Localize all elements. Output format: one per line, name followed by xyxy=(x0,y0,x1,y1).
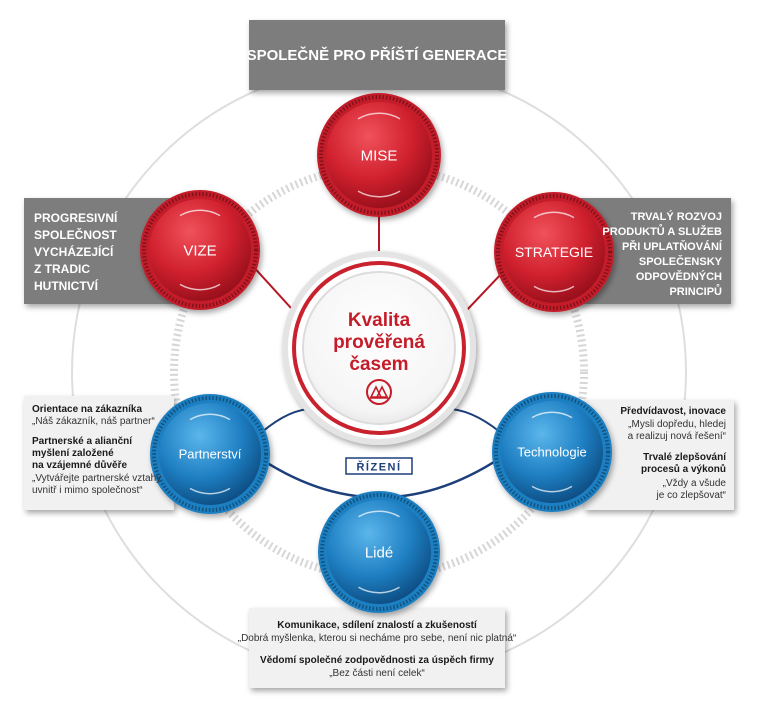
strategie-box-line: PRODUKTŮ A SLUŽEB xyxy=(602,224,722,238)
node-partnerstvi-face xyxy=(159,403,261,505)
vize-box-line: HUTNICTVÍ xyxy=(34,278,99,293)
node-lide-face xyxy=(327,500,431,604)
partnerstvi-quote-2: „Vytvářejte partnerské vztahy xyxy=(32,473,161,484)
center-line-1: Kvalita xyxy=(348,310,411,331)
lide-quote-2: „Bez části není celek“ xyxy=(329,668,425,679)
company-logo-icon xyxy=(366,379,392,405)
node-vize-gear xyxy=(142,192,258,308)
technologie-quote-2: „Vždy a všude xyxy=(663,478,727,489)
center-circle: Kvalita prověřená časem xyxy=(282,251,476,445)
technologie-title-2: procesů a výkonů xyxy=(641,463,726,475)
node-mise-arrow-icon xyxy=(357,112,401,120)
node-partnerstvi-arrow-icon xyxy=(189,487,231,495)
node-strategie-face xyxy=(503,201,605,303)
partnerstvi-title-2: myšlení založené xyxy=(32,448,114,459)
node-vize-label: VIZE xyxy=(183,242,216,259)
banner-title: SPOLEČNĚ PRO PŘÍŠTÍ GENERACE xyxy=(247,46,508,64)
banner: SPOLEČNĚ PRO PŘÍŠTÍ GENERACE xyxy=(247,20,508,90)
technologie-quote-2: je co zlepšovat“ xyxy=(656,490,726,501)
node-mise-arrow-icon xyxy=(357,190,401,198)
node-partnerstvi-label: Partnerství xyxy=(179,447,242,462)
strategie-box-text: TRVALÝ ROZVOJ PRODUKTŮ A SLUŽEB PŘI UPLA… xyxy=(602,210,723,298)
center-line-2: prověřená xyxy=(333,332,425,353)
strategie-box-line: ODPOVĚDNÝCH xyxy=(636,270,722,283)
node-technologie-label: Technologie xyxy=(517,445,586,460)
center-line-3: časem xyxy=(349,354,408,375)
technologie-quote-1: a realizuj nová řešení“ xyxy=(628,431,726,442)
vize-box-line: Z TRADIC xyxy=(34,262,90,276)
vize-box-text: PROGRESIVNÍ SPOLEČNOST VYCHÁZEJÍCÍ Z TRA… xyxy=(34,210,118,293)
strategie-box-line: TRVALÝ ROZVOJ xyxy=(631,210,722,223)
vize-box-line: SPOLEČNOST xyxy=(34,227,117,242)
technologie-title-1: Předvídavost, inovace xyxy=(620,406,726,417)
partnerstvi-title-1: Orientace na zákazníka xyxy=(32,404,142,415)
technologie-box-text: Předvídavost, inovace „Mysli dopředu, hl… xyxy=(620,406,727,501)
node-vize-face xyxy=(149,199,251,301)
strategie-box-line: PRINCIPŮ xyxy=(669,284,722,298)
node-strategie: STRATEGIE xyxy=(494,192,614,312)
node-vize-arrow-icon xyxy=(179,209,221,217)
node-lide: Lidé xyxy=(318,491,440,613)
node-strategie-label: STRATEGIE xyxy=(515,244,593,260)
strategie-box-line: PŘI UPLATŇOVÁNÍ xyxy=(622,240,723,253)
node-lide-arrow-icon xyxy=(358,510,400,518)
node-partnerstvi-arrow-icon xyxy=(189,413,231,421)
node-mise: MISE xyxy=(317,93,441,217)
node-technologie-gear xyxy=(494,394,610,510)
node-strategie-gear xyxy=(496,194,612,310)
node-mise-gear xyxy=(319,95,439,215)
node-partnerstvi-gear xyxy=(152,396,268,512)
lide-quote-1: „Dobrá myšlenka, kterou si necháme pro s… xyxy=(238,633,516,644)
lide-box-bg xyxy=(249,608,505,688)
partnerstvi-box-text: Orientace na zákazníka „Náš zákazník, ná… xyxy=(32,404,161,496)
partnerstvi-title-2: Partnerské a alianční xyxy=(32,436,133,447)
node-lide-gear xyxy=(320,493,438,611)
node-mise-label: MISE xyxy=(361,147,398,164)
node-vize-arrow-icon xyxy=(179,283,221,291)
vize-box-line: VYCHÁZEJÍCÍ xyxy=(34,244,114,259)
partnerstvi-quote-1: „Náš zákazník, náš partner“ xyxy=(32,416,155,427)
lide-title-2: Vědomí společné zodpovědnosti za úspěch … xyxy=(260,655,494,666)
node-vize: VIZE xyxy=(140,190,260,310)
node-technologie-face xyxy=(501,401,603,503)
node-lide-arrow-icon xyxy=(358,586,400,594)
partnerstvi-box-bg xyxy=(24,396,174,510)
technologie-quote-1: „Mysli dopředu, hledej xyxy=(628,419,726,430)
node-technologie: Technologie xyxy=(492,392,612,512)
technologie-title-2: Trvalé zlepšování xyxy=(643,452,727,463)
rizeni-text: ŘÍZENÍ xyxy=(356,461,401,474)
node-technologie-arrow-icon xyxy=(531,485,573,493)
partnerstvi-quote-2: uvnitř i mimo společnost“ xyxy=(32,485,143,496)
lide-title-1: Komunikace, sdílení znalostí a zkušenost… xyxy=(277,620,478,631)
node-technologie-arrow-icon xyxy=(531,411,573,419)
node-mise-face xyxy=(326,102,432,208)
node-strategie-arrow-icon xyxy=(533,285,575,293)
partnerstvi-title-2: na vzájemné důvěře xyxy=(32,459,127,471)
vize-box-line: PROGRESIVNÍ xyxy=(34,210,118,225)
node-lide-label: Lidé xyxy=(365,544,393,561)
node-strategie-arrow-icon xyxy=(533,211,575,219)
node-partnerstvi: Partnerství xyxy=(150,394,270,514)
rizeni-label: ŘÍZENÍ xyxy=(345,457,413,475)
lide-box-text: Komunikace, sdílení znalostí a zkušenost… xyxy=(238,620,516,679)
strategie-box-line: SPOLEČENSKY xyxy=(639,255,723,268)
